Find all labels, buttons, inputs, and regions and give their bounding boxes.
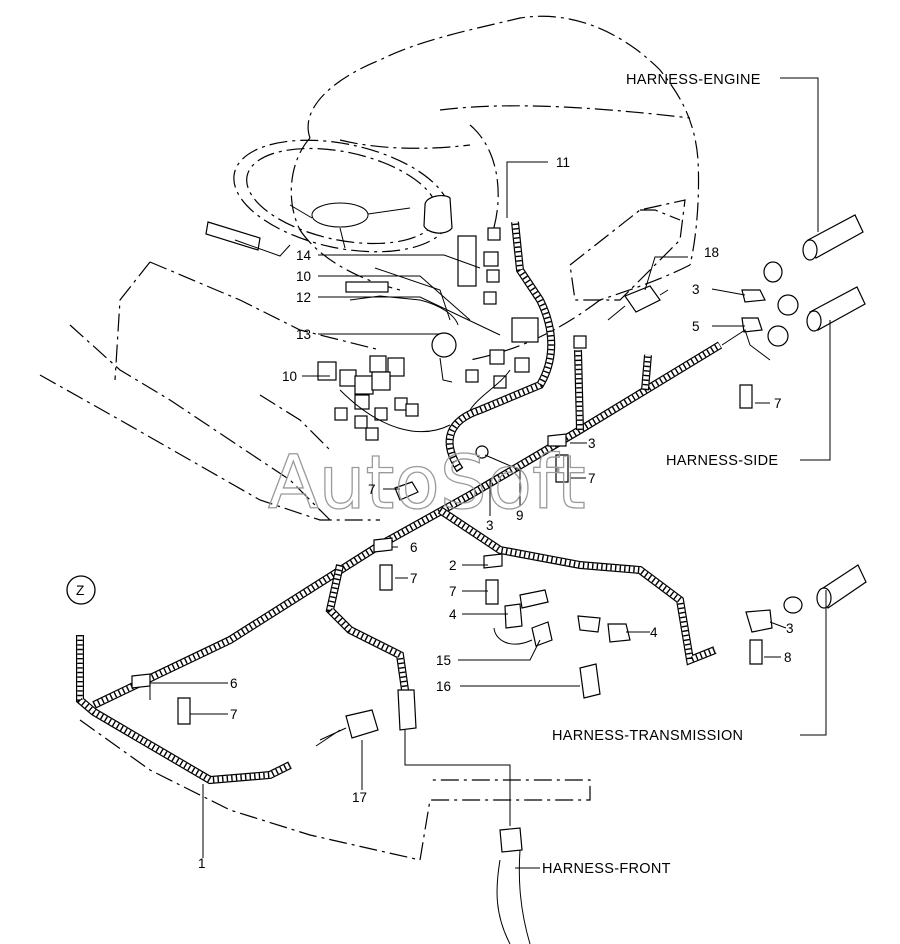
callout-14: 14 — [296, 248, 312, 263]
callout-10: 10 — [282, 369, 297, 384]
callout-2: 2 — [449, 558, 457, 573]
callout-7: 7 — [368, 482, 376, 497]
label-harness-transmission: HARNESS-TRANSMISSION — [552, 728, 743, 744]
callout-17: 17 — [352, 790, 367, 805]
callout-11: 11 — [556, 155, 570, 170]
leader-lines — [149, 77, 831, 869]
label-harness-engine: HARNESS-ENGINE — [626, 72, 761, 88]
vehicle-body-outline — [39, 15, 700, 861]
callout-15: 15 — [436, 653, 451, 668]
callout-4: 4 — [650, 625, 658, 640]
callout-1: 1 — [198, 856, 206, 871]
sensors — [315, 285, 669, 747]
callout-12: 12 — [296, 290, 311, 305]
callout-4: 4 — [449, 607, 457, 622]
callout-numbers: 11 14 10 12 13 10 18 3 5 7 3 7 7 3 9 6 7… — [198, 155, 794, 871]
callout-9: 9 — [516, 508, 524, 523]
callout-3: 3 — [692, 282, 700, 297]
callout-6: 6 — [230, 676, 238, 691]
main-harness — [76, 221, 723, 785]
harness-connectors — [496, 214, 867, 944]
callout-3: 3 — [486, 518, 494, 533]
callout-7: 7 — [230, 707, 238, 722]
callout-7: 7 — [410, 571, 418, 586]
instrument-panel — [569, 199, 686, 301]
label-harness-front: HARNESS-FRONT — [542, 861, 671, 877]
callout-8: 8 — [784, 650, 792, 665]
label-harness-side: HARNESS-SIDE — [666, 453, 778, 469]
callout-3: 3 — [588, 436, 596, 451]
view-marker-z: Z — [66, 575, 96, 605]
callout-13: 13 — [296, 327, 311, 342]
callout-16: 16 — [436, 679, 451, 694]
fasteners — [131, 289, 773, 725]
callout-18: 18 — [704, 245, 719, 260]
watermark-text: AutoSoft — [268, 440, 586, 526]
steering-wheel — [205, 139, 453, 257]
callout-7: 7 — [774, 396, 782, 411]
callout-6: 6 — [410, 540, 418, 555]
callout-10: 10 — [296, 269, 311, 284]
callout-7: 7 — [588, 471, 596, 486]
callout-5: 5 — [692, 319, 700, 334]
callout-7: 7 — [449, 584, 457, 599]
view-marker-label: Z — [76, 583, 84, 598]
callout-3: 3 — [786, 621, 794, 636]
